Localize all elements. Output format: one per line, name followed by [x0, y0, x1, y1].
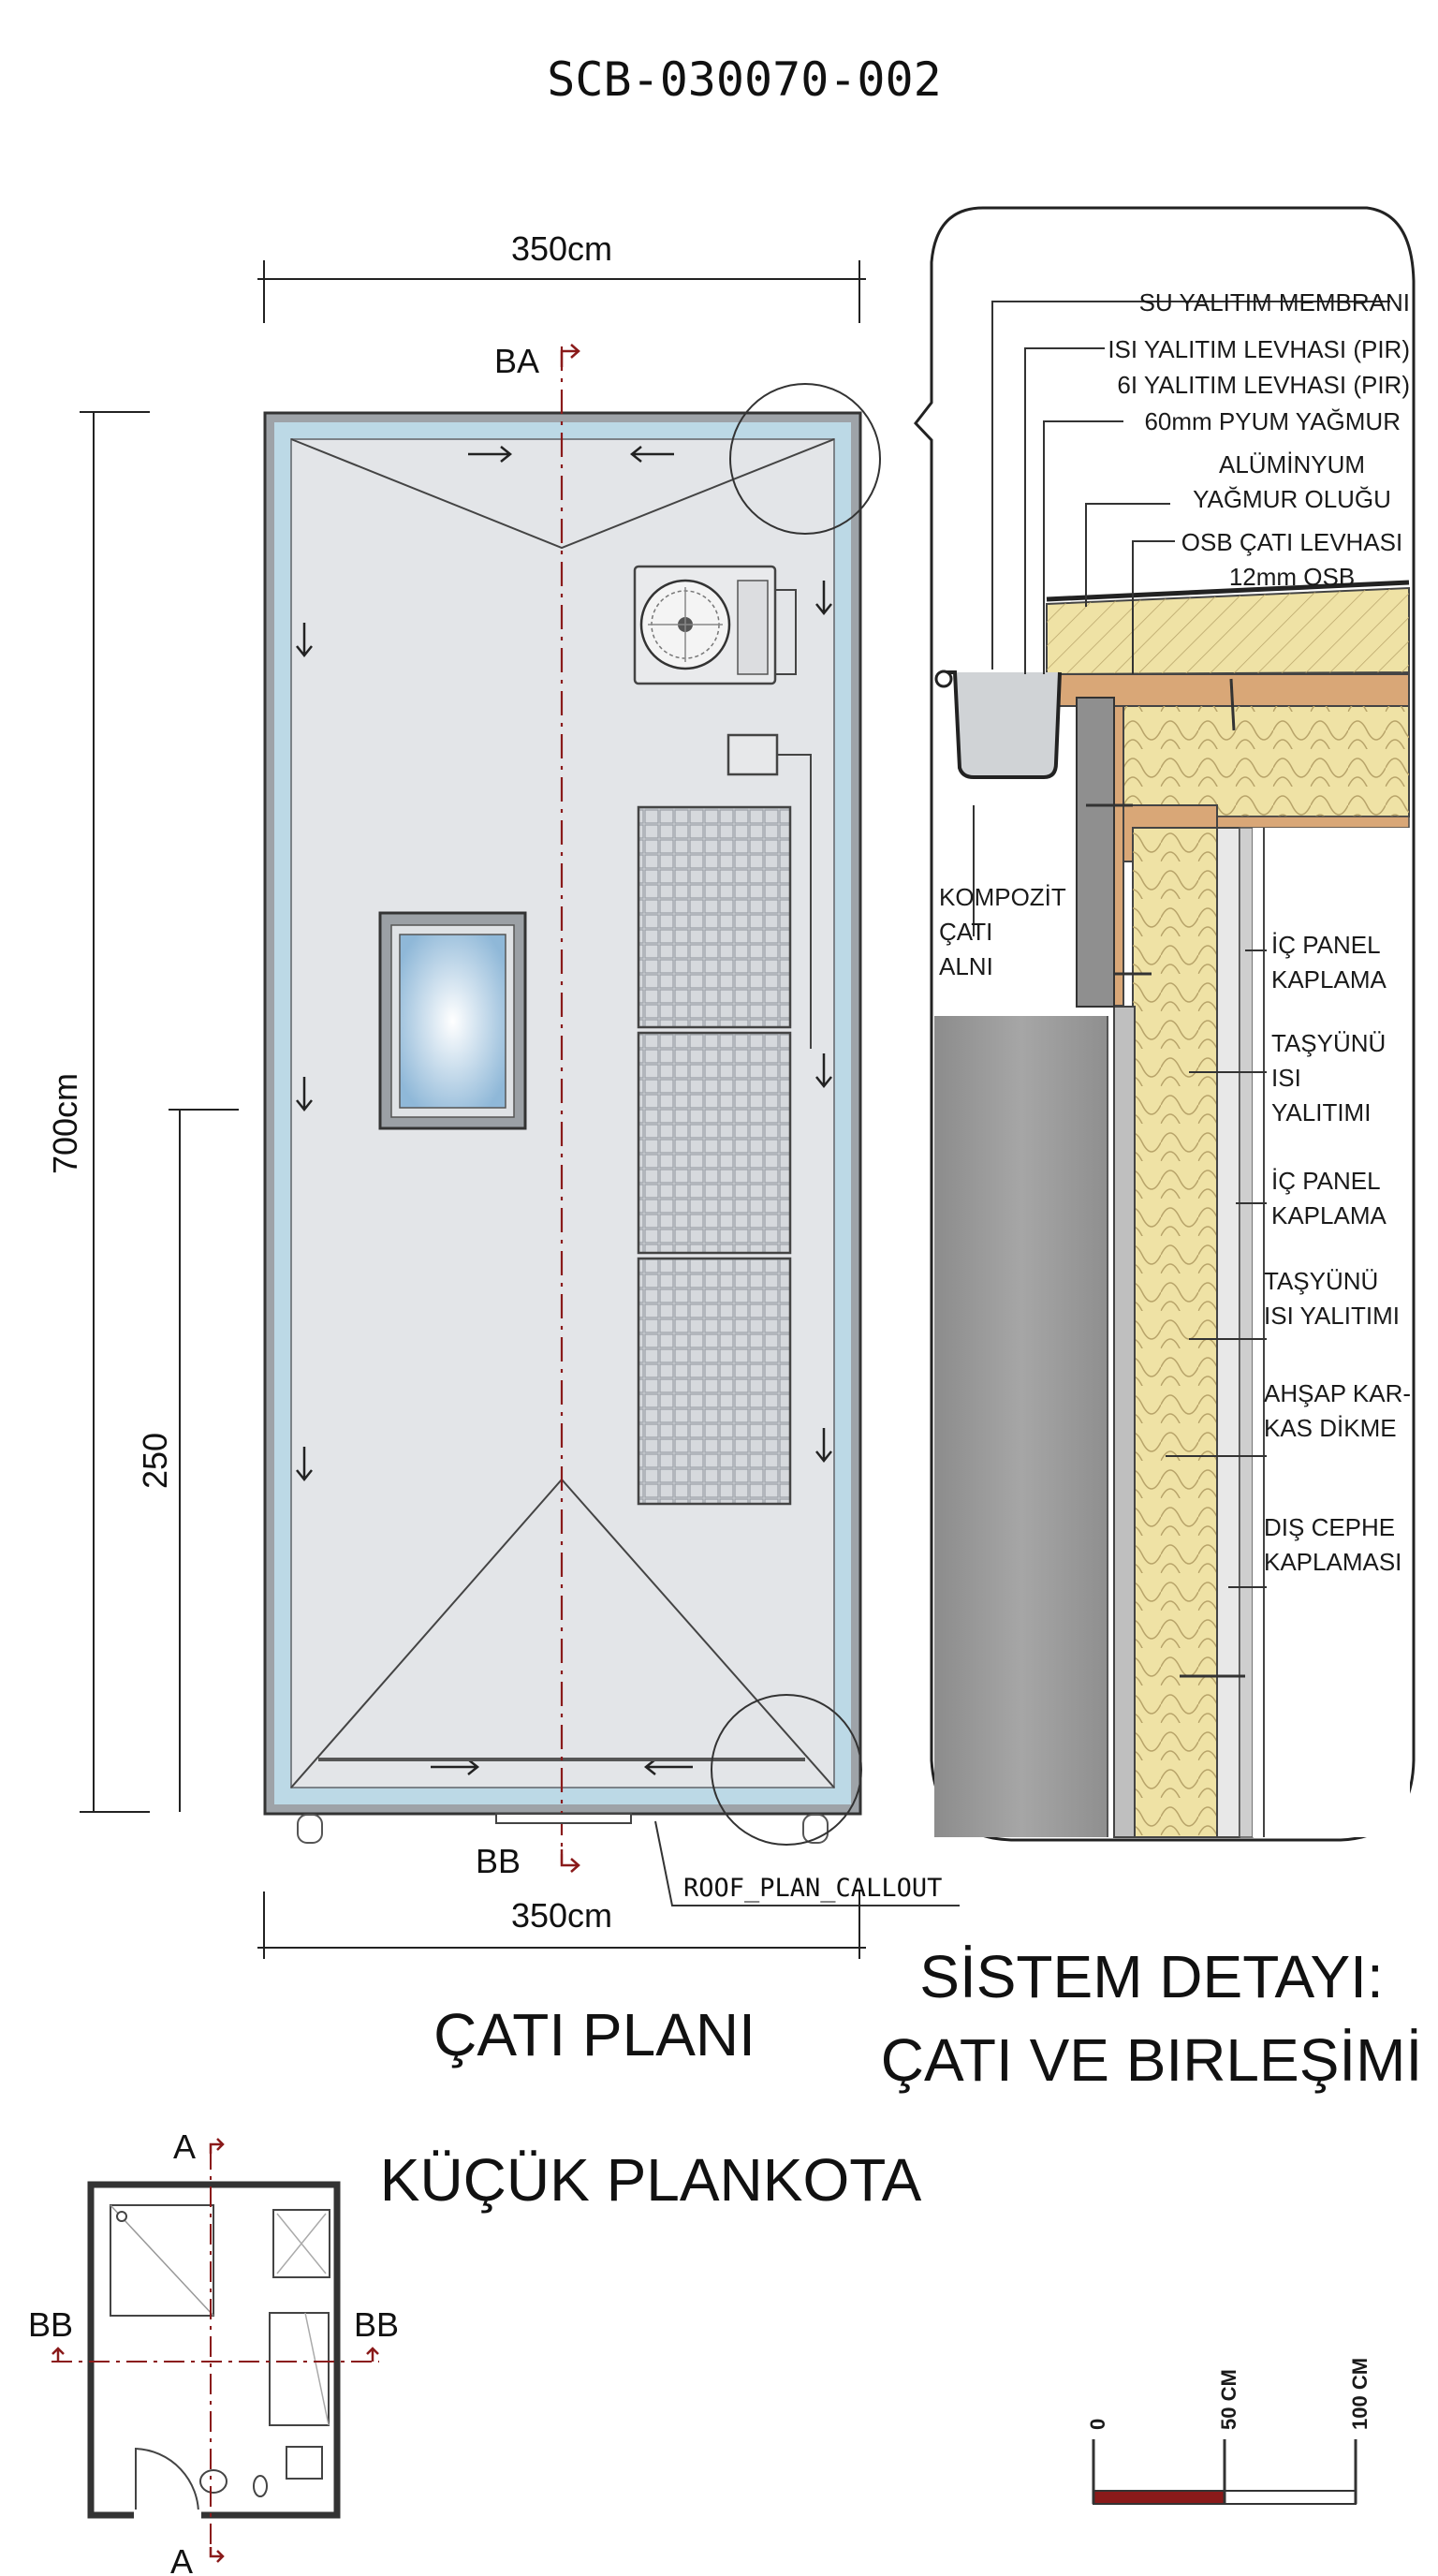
roof-vent-icon	[726, 733, 779, 776]
label-rockwool-2a: TAŞYÜNÜ	[1264, 1267, 1378, 1295]
partial-dimension: 250	[136, 1433, 174, 1489]
section-marker-top: BA	[494, 342, 539, 380]
detail-title-line2: ÇATI VE BIRLEŞİMİ	[881, 2026, 1423, 2094]
label-inner-panel-1a: İÇ PANEL	[1271, 931, 1381, 959]
ac-unit-icon	[633, 565, 797, 685]
screw-icons	[1086, 678, 1245, 1678]
label-inner-panel-2b: KAPLAMA	[1271, 1201, 1387, 1229]
label-membrane: SU YALITIM MEMBRANI	[1139, 288, 1410, 316]
width-dimension-bottom: 350cm	[511, 1896, 612, 1935]
key-bb-left: BB	[28, 2305, 73, 2344]
bathtub-icon	[269, 2312, 330, 2426]
toilet-icon	[199, 2469, 227, 2494]
label-pir-1: ISI YALITIM LEVHASI (PIR)	[1108, 335, 1410, 363]
key-plan: KÜÇÜK PLANKOTA A A BB BB	[28, 2127, 922, 2576]
label-rockwool-2b: ISI YALITIMI	[1264, 1302, 1400, 1330]
label-gutter: YAĞMUR OLUĞU	[1193, 485, 1391, 513]
label-fascia-3: ALNI	[939, 952, 993, 980]
key-bb-right: BB	[354, 2305, 399, 2344]
detail-circle-top	[729, 383, 881, 535]
drawing-code: SCB-030070-002	[547, 52, 941, 107]
label-fascia-2: ÇATI	[939, 918, 992, 946]
label-inner-panel-2a: İÇ PANEL	[1271, 1167, 1381, 1195]
detail-title-line1: SİSTEM DETAYI:	[919, 1943, 1383, 2010]
width-dimension-top: 350cm	[511, 229, 612, 268]
label-60mm: 60mm PYUM YAĞMUR	[1144, 407, 1401, 435]
key-plan-title: KÜÇÜK PLANKOTA	[380, 2146, 922, 2214]
length-dimension: 700cm	[46, 1073, 84, 1174]
label-rockwool-1c: YALITIMI	[1271, 1098, 1371, 1126]
label-facade-2: KAPLAMASI	[1264, 1548, 1401, 1576]
roof-plan: 350cm 700cm 250	[46, 229, 960, 2068]
scale-bar: 0 50 CM 100 CM	[1086, 2358, 1372, 2505]
skylight-icon	[378, 911, 527, 1130]
key-a-bottom: A	[170, 2542, 193, 2576]
system-detail: SU YALITIM MEMBRANI ISI YALITIM LEVHASI …	[881, 206, 1423, 2094]
roof-plan-title: ÇATI PLANI	[433, 2001, 756, 2068]
label-fascia-1: KOMPOZİT	[939, 883, 1066, 911]
label-rockwool-1a: TAŞYÜNÜ	[1271, 1029, 1386, 1057]
section-marker-bottom: BB	[476, 1842, 521, 1880]
label-pir-2: 6I YALITIM LEVHASI (PIR)	[1117, 371, 1410, 399]
label-aluminium: ALÜMİNYUM	[1219, 450, 1365, 478]
label-timber-1: AHŞAP KAR-	[1264, 1379, 1411, 1407]
roof-plan-callout: ROOF_PLAN_CALLOUT	[683, 1874, 942, 1903]
label-facade-1: DIŞ CEPHE	[1264, 1513, 1395, 1541]
scale-tick-100: 100 CM	[1348, 2358, 1372, 2430]
solar-panel-array	[637, 805, 792, 1506]
label-timber-2: KAS DİKME	[1264, 1414, 1397, 1442]
key-a-top: A	[173, 2127, 196, 2166]
label-rockwool-1b: ISI	[1271, 1064, 1301, 1092]
label-12mm: 12mm OSB	[1229, 563, 1355, 591]
detail-circle-bottom	[711, 1694, 862, 1846]
label-osb: OSB ÇATI LEVHASI	[1181, 528, 1402, 556]
scale-tick-50: 50 CM	[1217, 2369, 1240, 2430]
door-icon	[135, 2447, 200, 2516]
label-inner-panel-1b: KAPLAMA	[1271, 965, 1387, 994]
scale-tick-0: 0	[1086, 2419, 1109, 2430]
drainage-arrows	[296, 446, 832, 1775]
rain-gutter-icon	[946, 670, 1062, 779]
